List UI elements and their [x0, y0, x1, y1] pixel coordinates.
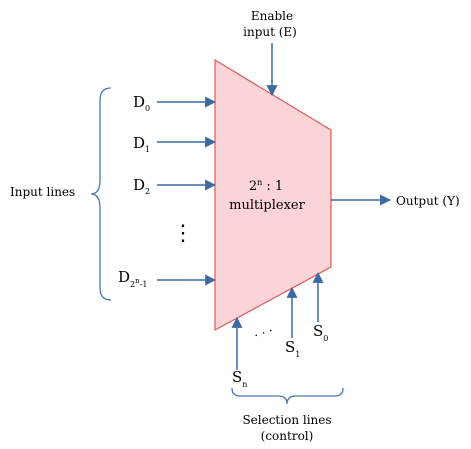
mux-name-label: multiplexer [229, 198, 305, 213]
enable-label-line1: Enable [251, 9, 293, 23]
input-ellipsis: ⋮ [172, 221, 194, 246]
input-brace [90, 87, 112, 301]
multiplexer-block [214, 58, 332, 332]
input-label-d1: D1 [133, 134, 150, 154]
select-label-sn: Sn [232, 368, 247, 389]
selection-lines-label: Selection lines [242, 413, 331, 427]
output-label: Output (Y) [396, 194, 460, 208]
input-lines-label: Input lines [10, 185, 75, 199]
selection-brace [231, 387, 344, 405]
input-label-d2: D2 [133, 176, 150, 196]
mux-ratio-label: 2n : 1 [249, 178, 283, 194]
select-label-s0: S0 [313, 322, 328, 343]
enable-label-line2: input (E) [243, 25, 297, 39]
select-ellipsis: · · · [252, 324, 274, 343]
input-label-dlast: D2n-1 [118, 268, 147, 289]
select-label-s1: S1 [285, 338, 300, 359]
input-label-d0: D0 [133, 93, 150, 113]
selection-control-label: (control) [261, 429, 314, 443]
